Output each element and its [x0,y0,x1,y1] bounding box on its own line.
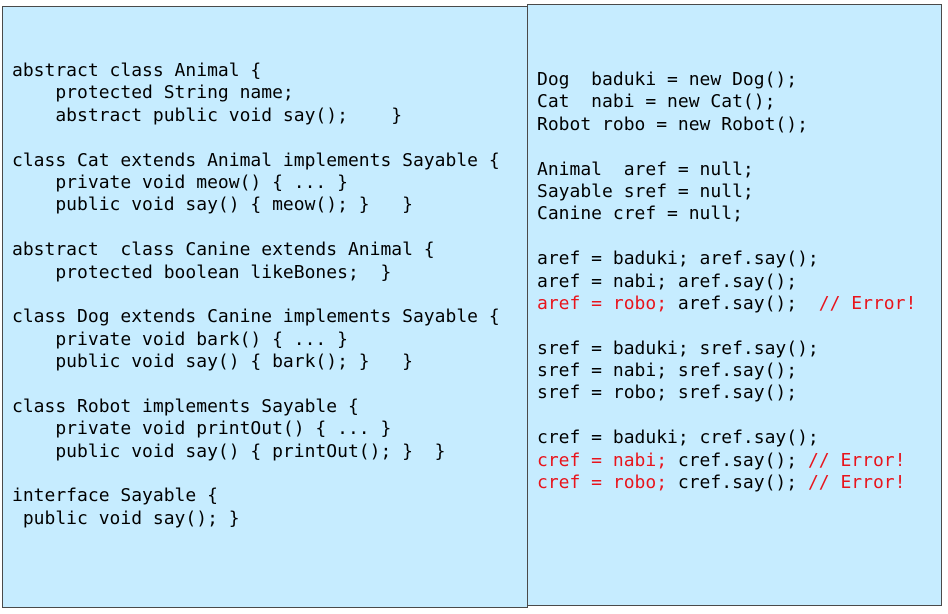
error-code-segment: cref = nabi; [537,449,668,471]
code-segment: abstract public void say(); } [12,104,403,126]
code-segment: private void meow() { ... } [12,171,348,193]
usage-example-panel: Dog baduki = new Dog();Cat nabi = new Ca… [527,4,942,606]
code-segment: private void bark() { ... } [12,328,348,350]
class-definition-line: private void printOut() { ... } [12,418,500,440]
usage-line: sref = robo; sref.say(); [537,382,916,404]
code-segment: Cat nabi = new Cat(); [537,91,776,113]
class-definition-line: abstract class Animal { [12,60,500,82]
code-segment: Animal aref = null; [537,158,754,180]
error-code-segment: // Error! [818,292,917,314]
code-segment: cref = baduki; cref.say(); [537,427,819,449]
usage-line: cref = baduki; cref.say(); [537,427,916,449]
error-code-segment: cref = robo; [537,472,668,494]
class-definition-line: abstract class Canine extends Animal { [12,239,500,261]
code-segment: private void printOut() { ... } [12,418,392,440]
code-segment: aref = baduki; aref.say(); [537,248,819,270]
usage-line [537,315,916,337]
class-definition-line [12,284,500,306]
usage-line: sref = nabi; sref.say(); [537,360,916,382]
error-code-segment: aref = robo; [537,292,668,314]
class-definition-line [12,463,500,485]
usage-line: aref = baduki; aref.say(); [537,248,916,270]
usage-line [537,136,916,158]
code-segment: protected boolean likeBones; } [12,261,392,283]
class-definition-line: public void say() { printOut(); } } [12,441,500,463]
code-segment: sref = nabi; sref.say(); [537,360,798,382]
code-segment: cref.say(); [667,472,808,494]
error-code-segment: // Error! [807,472,906,494]
code-segment: class Cat extends Animal implements Saya… [12,149,500,171]
class-definition-line: class Dog extends Canine implements Saya… [12,306,500,328]
class-definition-line: interface Sayable { [12,485,500,507]
usage-line: Canine cref = null; [537,203,916,225]
class-definition-line: private void meow() { ... } [12,172,500,194]
code-segment: Canine cref = null; [537,203,743,225]
usage-line: aref = robo; aref.say(); // Error! [537,293,916,315]
code-segment: Dog baduki = new Dog(); [537,69,798,90]
code-segment: interface Sayable { [12,485,218,507]
usage-line: Cat nabi = new Cat(); [537,91,916,113]
code-segment: public void say() { bark(); } } [12,351,413,373]
code-segment: sref = robo; sref.say(); [537,382,798,404]
class-definition-line: public void say() { meow(); } } [12,194,500,216]
usage-line: Robot robo = new Robot(); [537,114,916,136]
usage-line: Dog baduki = new Dog(); [537,69,916,91]
usage-line: aref = nabi; aref.say(); [537,271,916,293]
class-definition-line: abstract public void say(); } [12,105,500,127]
code-segment: aref = nabi; aref.say(); [537,270,798,292]
usage-example-code: Dog baduki = new Dog();Cat nabi = new Ca… [537,69,916,494]
code-segment: Robot robo = new Robot(); [537,113,808,135]
class-definitions-code: abstract class Animal { protected String… [12,60,500,530]
code-segment: public void say() { printOut(); } } [12,440,446,462]
code-segment: protected String name; [12,82,294,104]
code-segment: cref.say(); [667,449,808,471]
usage-line [537,405,916,427]
code-segment: public void say(); } [12,507,240,529]
code-segment: abstract class Animal { [12,60,262,81]
class-definition-line: class Cat extends Animal implements Saya… [12,150,500,172]
usage-line: Animal aref = null; [537,159,916,181]
usage-line: Sayable sref = null; [537,181,916,203]
class-definition-line [12,127,500,149]
class-definition-line [12,217,500,239]
usage-line: sref = baduki; sref.say(); [537,338,916,360]
class-definition-line: public void say(); } [12,508,500,530]
code-segment: sref = baduki; sref.say(); [537,337,819,359]
usage-line: cref = nabi; cref.say(); // Error! [537,450,916,472]
usage-line: cref = robo; cref.say(); // Error! [537,472,916,494]
code-segment: abstract class Canine extends Animal { [12,239,435,261]
class-definition-line: private void bark() { ... } [12,329,500,351]
class-definition-line [12,373,500,395]
code-segment: aref.say(); [667,292,819,314]
class-definition-line: class Robot implements Sayable { [12,396,500,418]
class-definition-line: protected String name; [12,82,500,104]
code-segment: class Robot implements Sayable { [12,395,359,417]
usage-line [537,226,916,248]
code-segment: class Dog extends Canine implements Saya… [12,306,500,328]
class-definition-line: protected boolean likeBones; } [12,262,500,284]
class-definitions-panel: abstract class Animal { protected String… [2,6,528,608]
class-definition-line: public void say() { bark(); } } [12,351,500,373]
code-segment: public void say() { meow(); } } [12,194,413,216]
error-code-segment: // Error! [807,449,906,471]
code-segment: Sayable sref = null; [537,180,754,202]
